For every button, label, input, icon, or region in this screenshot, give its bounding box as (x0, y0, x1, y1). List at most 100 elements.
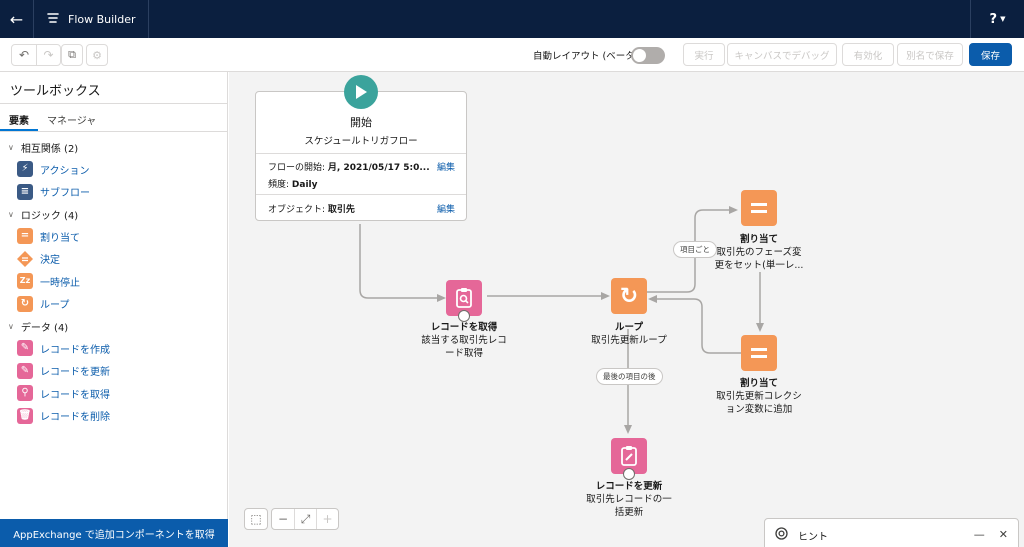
run-button[interactable]: 実行 (683, 43, 725, 66)
assignment-node-2[interactable] (741, 335, 777, 371)
start-subtitle: スケジュールトリガフロー (304, 136, 418, 147)
element-get-records[interactable]: ⚲ レコードを取得 (0, 382, 227, 405)
node-type: 割り当て (739, 378, 778, 389)
redo-icon[interactable]: ↷ (36, 45, 60, 65)
assignment-icon (751, 348, 767, 358)
element-update-records[interactable]: ✎ レコードを更新 (0, 360, 227, 383)
section-interactions[interactable]: ∨ 相互関係 (2) (0, 136, 227, 158)
schedule-value: 月, 2021/05/17 5:0... (327, 163, 430, 173)
loop-node[interactable]: ↻ (611, 278, 647, 314)
connector-point[interactable] (623, 468, 635, 480)
assignment-2-label: 割り当て 取引先更新コレクシ ョン変数に追加 (699, 377, 819, 416)
element-decision[interactable]: 決定 (0, 248, 227, 271)
app-title: Flow Builder (68, 12, 136, 26)
tab-manager[interactable]: マネージャ (47, 116, 97, 127)
section-logic[interactable]: ∨ ロジック (4) (0, 203, 227, 225)
section-label: データ (4) (20, 322, 69, 334)
lifebuoy-icon (775, 527, 788, 543)
auto-layout-label: 自動レイアウト (ベータ) (533, 51, 639, 62)
flow-canvas[interactable]: 開始 スケジュールトリガフロー フローの開始: 月, 2021/05/17 5:… (229, 72, 1024, 547)
node-name-line1: 取引先更新ループ (591, 335, 667, 346)
appexchange-button[interactable]: AppExchange で追加コンポーネントを取得 (0, 519, 228, 547)
back-button[interactable]: ← (0, 0, 34, 38)
save-as-button[interactable]: 別名で保存 (897, 43, 963, 66)
zoom-controls: − ⤢ + (271, 508, 339, 530)
zoom-out-icon[interactable]: − (277, 512, 289, 526)
activate-button[interactable]: 有効化 (842, 43, 894, 66)
settings-button[interactable]: ⚙ (86, 44, 108, 66)
debug-button[interactable]: キャンバスでデバッグ (727, 43, 837, 66)
record-update-icon: ✎ (17, 362, 33, 379)
start-element-card[interactable]: 開始 スケジュールトリガフロー フローの開始: 月, 2021/05/17 5:… (255, 75, 467, 221)
edit-schedule-link[interactable]: 編集 (436, 163, 455, 173)
element-label: 割り当て (40, 232, 80, 244)
auto-layout-toggle[interactable] (631, 47, 665, 64)
element-loop[interactable]: ↻ ループ (0, 293, 227, 316)
record-create-icon: ✎ (17, 340, 33, 357)
element-label: レコードを作成 (40, 344, 110, 356)
app-title-area: Flow Builder (34, 0, 149, 38)
start-schedule-row: フローの開始: 月, 2021/05/17 5:0... (268, 160, 430, 173)
element-pause[interactable]: Zz 一時停止 (0, 270, 227, 293)
element-label: レコードを削除 (40, 412, 110, 424)
element-create-records[interactable]: ✎ レコードを作成 (0, 337, 227, 360)
connector-label-after-last[interactable]: 最後の項目の後 (596, 368, 663, 385)
element-label: 一時停止 (40, 277, 80, 289)
element-assignment[interactable]: = 割り当て (0, 225, 227, 248)
save-button[interactable]: 保存 (969, 43, 1012, 66)
object-label: オブジェクト: (268, 205, 328, 215)
assignment-node-1[interactable] (741, 190, 777, 226)
element-label: ループ (40, 300, 70, 312)
connector-start-to-get (359, 224, 437, 299)
minimize-icon[interactable]: — (973, 528, 985, 541)
connector-point[interactable] (458, 310, 470, 322)
hint-controls: — ✕ (974, 528, 1008, 541)
edit-object-link[interactable]: 編集 (436, 205, 455, 215)
fit-to-view-icon[interactable]: ⤢ (294, 509, 316, 529)
node-type: レコードを更新 (595, 481, 663, 492)
record-lookup-icon (456, 288, 472, 308)
element-action[interactable]: ⚡ アクション (0, 158, 227, 181)
record-delete-icon: 🗑 (17, 407, 33, 424)
pause-icon: Zz (17, 273, 33, 290)
update-records-node[interactable] (611, 438, 647, 480)
toolbox-panel: ツールボックス 要素 マネージャ ∨ 相互関係 (2) ⚡ アクション ≡ サブ… (0, 72, 228, 547)
hint-panel[interactable]: ヒント — ✕ (764, 518, 1019, 547)
loop-label: ループ 取引先更新ループ (569, 321, 689, 347)
connector-assign2-to-loop (655, 298, 741, 354)
element-delete-records[interactable]: 🗑 レコードを削除 (0, 405, 227, 428)
marquee-select-icon[interactable]: ⬚ (250, 512, 262, 526)
help-menu-button[interactable]: ? ▼ (970, 0, 1024, 38)
node-type: 割り当て (739, 234, 778, 245)
tab-elements[interactable]: 要素 (0, 104, 38, 131)
frequency-value: Daily (291, 180, 318, 190)
start-object-row: オブジェクト: 取引先 (268, 202, 355, 215)
start-header: 開始 スケジュールトリガフロー (256, 114, 466, 147)
copy-icon: ⧉ (68, 48, 76, 61)
node-name-line2: 括更新 (614, 507, 644, 518)
undo-icon[interactable]: ↶ (18, 48, 30, 62)
record-update-icon (621, 446, 637, 466)
get-records-node[interactable] (446, 280, 482, 322)
connector-label-each[interactable]: 項目ごと (673, 241, 717, 258)
element-subflow[interactable]: ≡ サブフロー (0, 181, 227, 204)
marquee-select-control: ⬚ (244, 508, 268, 530)
toolbox-title: ツールボックス (0, 72, 227, 104)
node-type: ループ (615, 322, 643, 333)
copy-button[interactable]: ⧉ (61, 44, 83, 66)
node-name-line1: 取引先更新コレクシ (716, 391, 802, 402)
gear-icon: ⚙ (92, 48, 102, 62)
close-icon[interactable]: ✕ (998, 528, 1008, 541)
zoom-in-icon[interactable]: + (316, 509, 338, 529)
element-label: サブフロー (40, 188, 90, 200)
subflow-icon: ≡ (17, 183, 33, 200)
schedule-label: フローの開始: (268, 163, 328, 173)
section-data[interactable]: ∨ データ (4) (0, 315, 227, 337)
flow-toolbar: ↶ ↷ ⧉ ⚙ 自動レイアウト (ベータ) 実行 キャンバスでデバッグ 有効化 … (0, 38, 1024, 72)
arrowhead (648, 295, 657, 303)
play-icon (344, 75, 378, 109)
element-label: レコードを更新 (40, 367, 110, 379)
object-value: 取引先 (327, 205, 355, 215)
arrowhead (756, 323, 764, 332)
arrowhead (437, 294, 446, 302)
